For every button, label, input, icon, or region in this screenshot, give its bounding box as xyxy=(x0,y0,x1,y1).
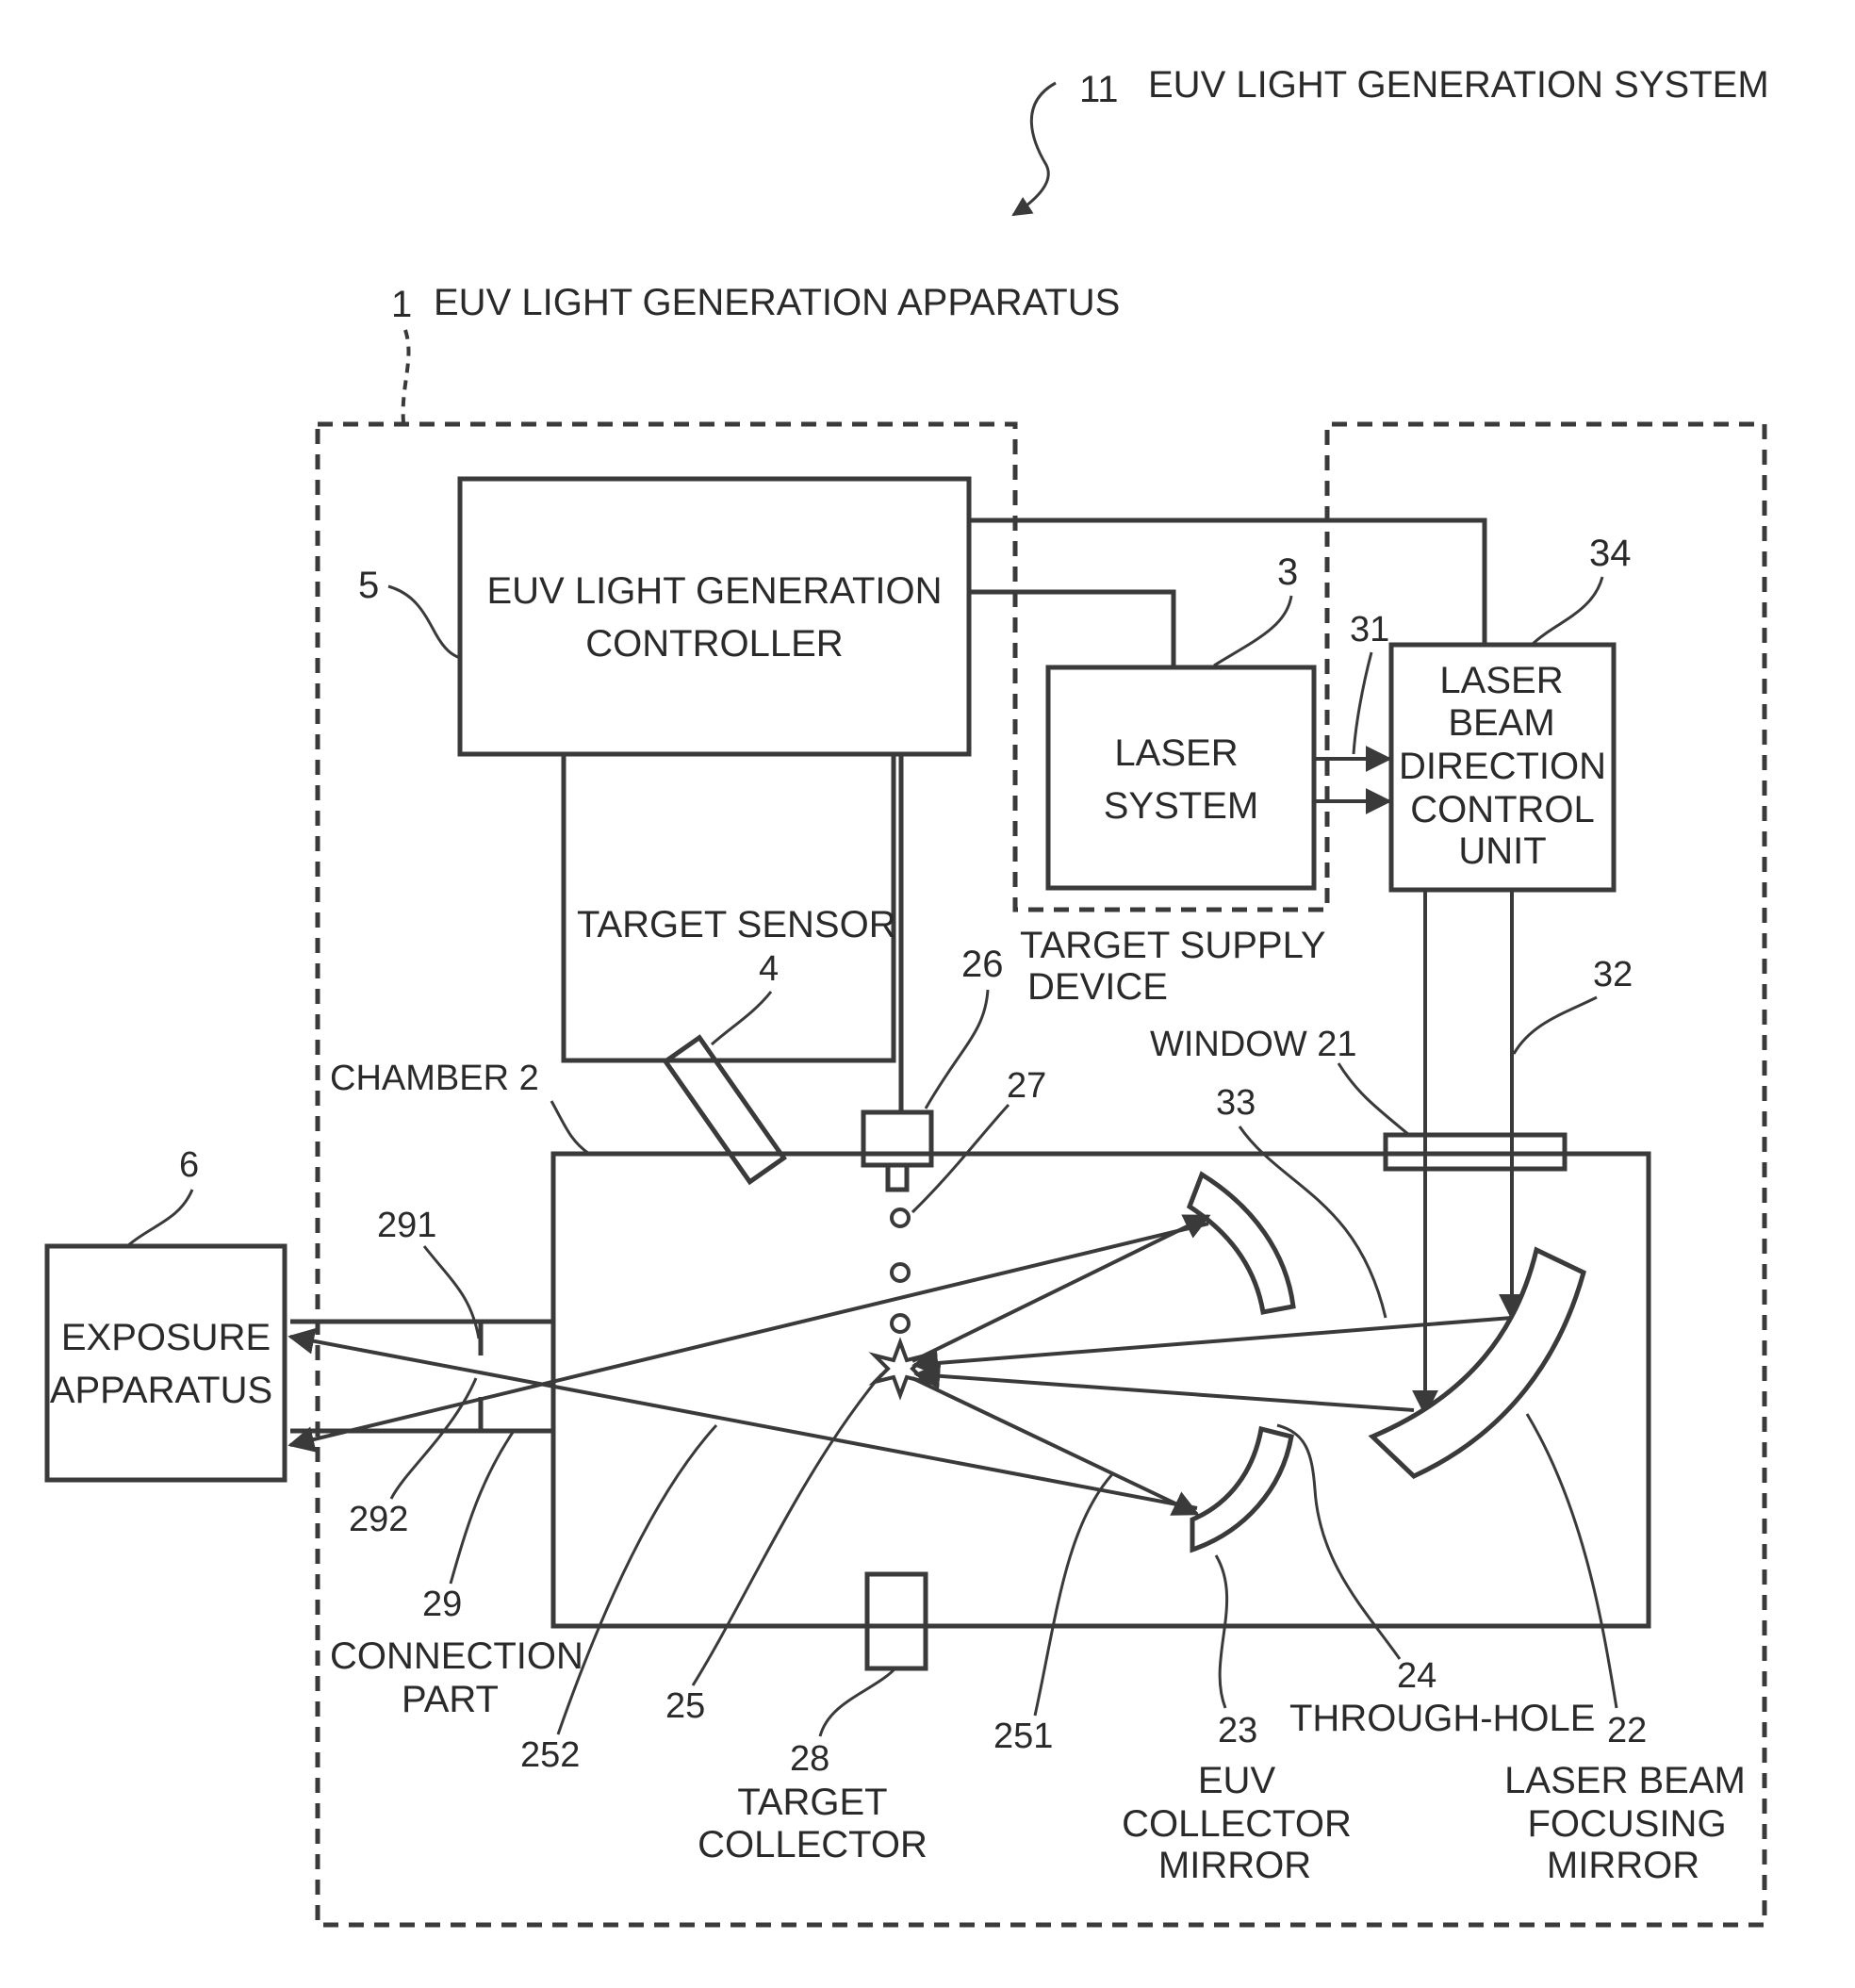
focusing-mirror-number: 22 xyxy=(1607,1711,1647,1750)
target-supply-number: 26 xyxy=(961,944,1004,985)
apparatus-number: 1 xyxy=(391,284,412,325)
euv-ray-to-lower-mirror xyxy=(912,1378,1197,1514)
apparatus-title: EUV LIGHT GENERATION APPARATUS xyxy=(434,282,1120,323)
collector-mirror-number: 23 xyxy=(1218,1711,1257,1750)
plasma-number: 25 xyxy=(665,1686,705,1726)
euv-light-251-number: 251 xyxy=(993,1717,1053,1756)
focusing-mirror-leader xyxy=(1527,1414,1617,1708)
euv-collector-mirror-upper xyxy=(1190,1175,1293,1312)
plasma-leader xyxy=(693,1374,881,1685)
direction-unit-label-line2: BEAM xyxy=(1448,702,1554,744)
target-supply-label-line2: DEVICE xyxy=(1027,966,1168,1008)
target-supply-device xyxy=(863,1112,931,1165)
focusing-mirror-label-line1: LASER BEAM xyxy=(1504,1760,1746,1801)
controller-label-line2: CONTROLLER xyxy=(585,623,843,665)
euv-light-generation-controller xyxy=(460,479,969,754)
euv-collector-mirror-lower xyxy=(1192,1429,1291,1550)
direction-unit-number: 34 xyxy=(1589,533,1632,574)
exposure-label-line1: EXPOSURE xyxy=(61,1317,271,1358)
focusing-mirror-label-line2: FOCUSING xyxy=(1527,1803,1726,1845)
laser-system-number: 3 xyxy=(1277,551,1298,593)
exposure-apparatus xyxy=(47,1246,285,1480)
target-sensor-label: TARGET SENSOR xyxy=(577,904,896,945)
euv-light-252-upper xyxy=(290,1224,1208,1445)
system-leader-line xyxy=(1013,83,1056,215)
euv-light-251-leader xyxy=(1035,1474,1112,1716)
target-collector xyxy=(867,1574,926,1668)
collector-mirror-label-line1: EUV xyxy=(1198,1760,1276,1801)
through-hole-label: THROUGH-HOLE xyxy=(1289,1698,1595,1739)
chamber-label: CHAMBER 2 xyxy=(330,1059,539,1098)
euv-ray-to-upper-mirror xyxy=(912,1216,1208,1361)
pulse-laser-leader xyxy=(1354,652,1371,754)
target-droplet-3 xyxy=(892,1315,909,1332)
laser-beam-number: 32 xyxy=(1593,955,1633,994)
target-leader xyxy=(912,1105,1009,1212)
collector-mirror-label-line3: MIRROR xyxy=(1158,1845,1311,1886)
collector-mirror-leader xyxy=(1216,1555,1227,1708)
laser-beam-focusing-mirror xyxy=(1372,1250,1584,1476)
signal-line-to-direction-unit xyxy=(969,520,1485,645)
euv-light-252-number: 252 xyxy=(520,1735,580,1775)
exposure-leader xyxy=(127,1190,192,1246)
direction-unit-leader xyxy=(1532,577,1602,645)
system-number: 11 xyxy=(1079,69,1119,110)
system-title: EUV LIGHT GENERATION SYSTEM xyxy=(1148,64,1769,106)
aperture-leader xyxy=(424,1246,479,1339)
aperture-number: 291 xyxy=(377,1206,436,1245)
target-supply-nozzle xyxy=(888,1165,907,1190)
focused-laser-to-plasma-1 xyxy=(914,1318,1512,1365)
direction-unit-label-line3: DIRECTION xyxy=(1399,746,1606,787)
target-collector-label-line2: COLLECTOR xyxy=(698,1824,928,1865)
direction-unit-label-line1: LASER xyxy=(1439,660,1563,701)
pulse-laser-number: 31 xyxy=(1350,610,1389,649)
intermediate-focus-number: 292 xyxy=(349,1500,408,1539)
target-collector-number: 28 xyxy=(790,1739,829,1779)
euv-light-252-lower xyxy=(290,1337,1197,1508)
exposure-label-line2: APPARATUS xyxy=(50,1370,272,1411)
target-collector-leader xyxy=(820,1668,895,1736)
laser-system-label-line1: LASER xyxy=(1114,732,1238,774)
connection-label-line1: CONNECTION xyxy=(330,1635,583,1677)
target-supply-label-line1: TARGET SUPPLY xyxy=(1020,925,1326,966)
exposure-number: 6 xyxy=(179,1145,199,1185)
target-supply-leader xyxy=(926,990,988,1109)
connection-number: 29 xyxy=(422,1585,462,1624)
apparatus-leader xyxy=(403,330,409,422)
window-label: WINDOW 21 xyxy=(1150,1025,1357,1064)
target-sensor-number: 4 xyxy=(759,949,779,989)
laser-beam-leader xyxy=(1514,997,1597,1054)
plasma-star xyxy=(875,1342,926,1395)
connection-leader xyxy=(451,1431,514,1584)
intermediate-focus-leader xyxy=(391,1378,476,1499)
laser-system-leader xyxy=(1214,596,1291,665)
focus-path-number: 33 xyxy=(1216,1083,1256,1123)
collector-mirror-label-line2: COLLECTOR xyxy=(1122,1803,1352,1845)
direction-unit-label-line4: CONTROL xyxy=(1410,789,1595,830)
signal-line-to-laser-system xyxy=(969,592,1174,667)
target-sensor-leader xyxy=(712,992,771,1044)
through-hole-number: 24 xyxy=(1397,1656,1436,1696)
laser-system-label-line2: SYSTEM xyxy=(1104,785,1258,827)
controller-number: 5 xyxy=(358,565,379,606)
target-number: 27 xyxy=(1007,1066,1046,1106)
chamber-leader xyxy=(551,1101,589,1154)
target-droplet-1 xyxy=(892,1209,909,1226)
connection-label-line2: PART xyxy=(402,1679,499,1720)
controller-leader xyxy=(388,586,460,658)
laser-system xyxy=(1048,667,1314,888)
focusing-mirror-label-line3: MIRROR xyxy=(1547,1845,1699,1886)
controller-label-line1: EUV LIGHT GENERATION xyxy=(486,570,942,612)
focused-laser-to-plasma-2 xyxy=(916,1374,1414,1410)
target-droplet-2 xyxy=(892,1264,909,1281)
target-collector-label-line1: TARGET xyxy=(737,1782,887,1823)
window-leader xyxy=(1338,1063,1409,1135)
direction-unit-label-line5: UNIT xyxy=(1458,830,1546,872)
